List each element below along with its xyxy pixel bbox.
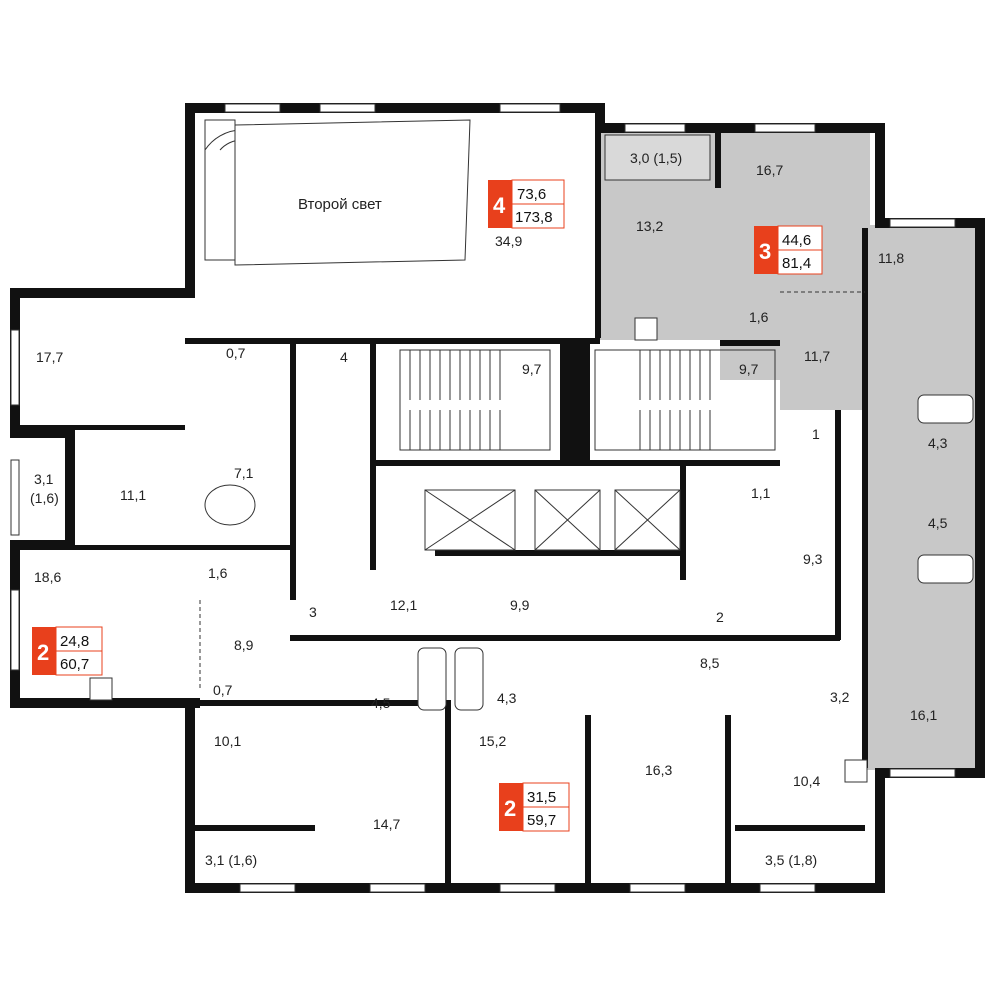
badge-rooms: 2 xyxy=(37,640,49,665)
corridor-1: 1 xyxy=(812,426,820,442)
room-1-6-top: 1,6 xyxy=(749,309,769,325)
badge-total-area: 60,7 xyxy=(60,656,89,673)
badge-living-area: 73,6 xyxy=(517,186,546,203)
room-9-3: 9,3 xyxy=(803,551,823,567)
bath-3-0 xyxy=(604,134,711,181)
room-11-1: 11,1 xyxy=(120,487,146,503)
room-labels: Второй свет 34,9 3,0 (1,5) 16,7 13,2 11,… xyxy=(30,150,948,868)
partition-lines xyxy=(199,291,865,690)
corridor-2: 2 xyxy=(716,609,724,625)
staircase-right xyxy=(594,349,776,451)
room-17-7: 17,7 xyxy=(36,349,63,365)
room-9-7-b: 9,7 xyxy=(739,361,759,377)
room-3-1-left-sub: (1,6) xyxy=(30,490,59,506)
elevators xyxy=(424,489,681,551)
room-3-1-left: 3,1 xyxy=(34,471,54,487)
room-9-9: 9,9 xyxy=(510,597,530,613)
corridor-3: 3 xyxy=(309,604,317,620)
inner-walls xyxy=(20,133,868,885)
room-16-7: 16,7 xyxy=(756,162,783,178)
apartment-badge-2-bottom[interactable]: 2 31,5 59,7 xyxy=(499,782,570,832)
room-4-5-right: 4,5 xyxy=(928,515,948,531)
badge-total-area: 81,4 xyxy=(782,255,811,272)
badge-living-area: 44,6 xyxy=(782,232,811,249)
badge-rooms: 2 xyxy=(504,796,516,821)
room-16-3: 16,3 xyxy=(645,762,672,778)
room-3-1-bottom: 3,1 (1,6) xyxy=(205,852,257,868)
apartment-badge-3[interactable]: 3 44,6 81,4 xyxy=(754,225,823,275)
room-7-1: 7,1 xyxy=(234,465,254,481)
badge-rooms: 4 xyxy=(493,193,506,218)
room-3-0: 3,0 (1,5) xyxy=(630,150,682,166)
second-light-void xyxy=(234,119,471,266)
kitchen-stoves xyxy=(89,317,868,783)
badge-living-area: 24,8 xyxy=(60,633,89,650)
corridor-4: 4 xyxy=(340,349,348,365)
room-10-4: 10,4 xyxy=(793,773,820,789)
room-11-7: 11,7 xyxy=(804,348,830,364)
apartment-badge-2-left[interactable]: 2 24,8 60,7 xyxy=(32,626,103,676)
room-4-5-low: 4,5 xyxy=(371,695,391,711)
badge-total-area: 173,8 xyxy=(515,209,553,226)
room-0-7-top: 0,7 xyxy=(226,345,246,361)
badge-rooms: 3 xyxy=(759,239,771,264)
room-13-2: 13,2 xyxy=(636,218,663,234)
room-16-1: 16,1 xyxy=(910,707,937,723)
room-8-5: 8,5 xyxy=(700,655,720,671)
room-14-7: 14,7 xyxy=(373,816,400,832)
room-34-9: 34,9 xyxy=(495,233,522,249)
room-second-light: Второй свет xyxy=(298,196,382,213)
room-0-7-low: 0,7 xyxy=(213,682,233,698)
room-4-3-low: 4,3 xyxy=(497,690,517,706)
badge-total-area: 59,7 xyxy=(527,812,556,829)
room-3-2: 3,2 xyxy=(830,689,850,705)
room-10-1: 10,1 xyxy=(214,733,241,749)
room-9-7-a: 9,7 xyxy=(522,361,542,377)
apartment-badge-4[interactable]: 4 73,6 173,8 xyxy=(488,179,565,229)
room-1-1: 1,1 xyxy=(751,485,771,501)
room-12-1: 12,1 xyxy=(390,597,417,613)
room-1-6-mid: 1,6 xyxy=(208,565,228,581)
staircase-left xyxy=(399,349,551,451)
windows xyxy=(10,103,956,893)
room-11-8: 11,8 xyxy=(878,250,904,266)
room-4-3-right: 4,3 xyxy=(928,435,948,451)
room-3-5: 3,5 (1,8) xyxy=(765,852,817,868)
room-8-9: 8,9 xyxy=(234,637,254,653)
room-15-2: 15,2 xyxy=(479,733,506,749)
room-18-6: 18,6 xyxy=(34,569,61,585)
bathtubs xyxy=(204,394,974,711)
badge-living-area: 31,5 xyxy=(527,789,556,806)
